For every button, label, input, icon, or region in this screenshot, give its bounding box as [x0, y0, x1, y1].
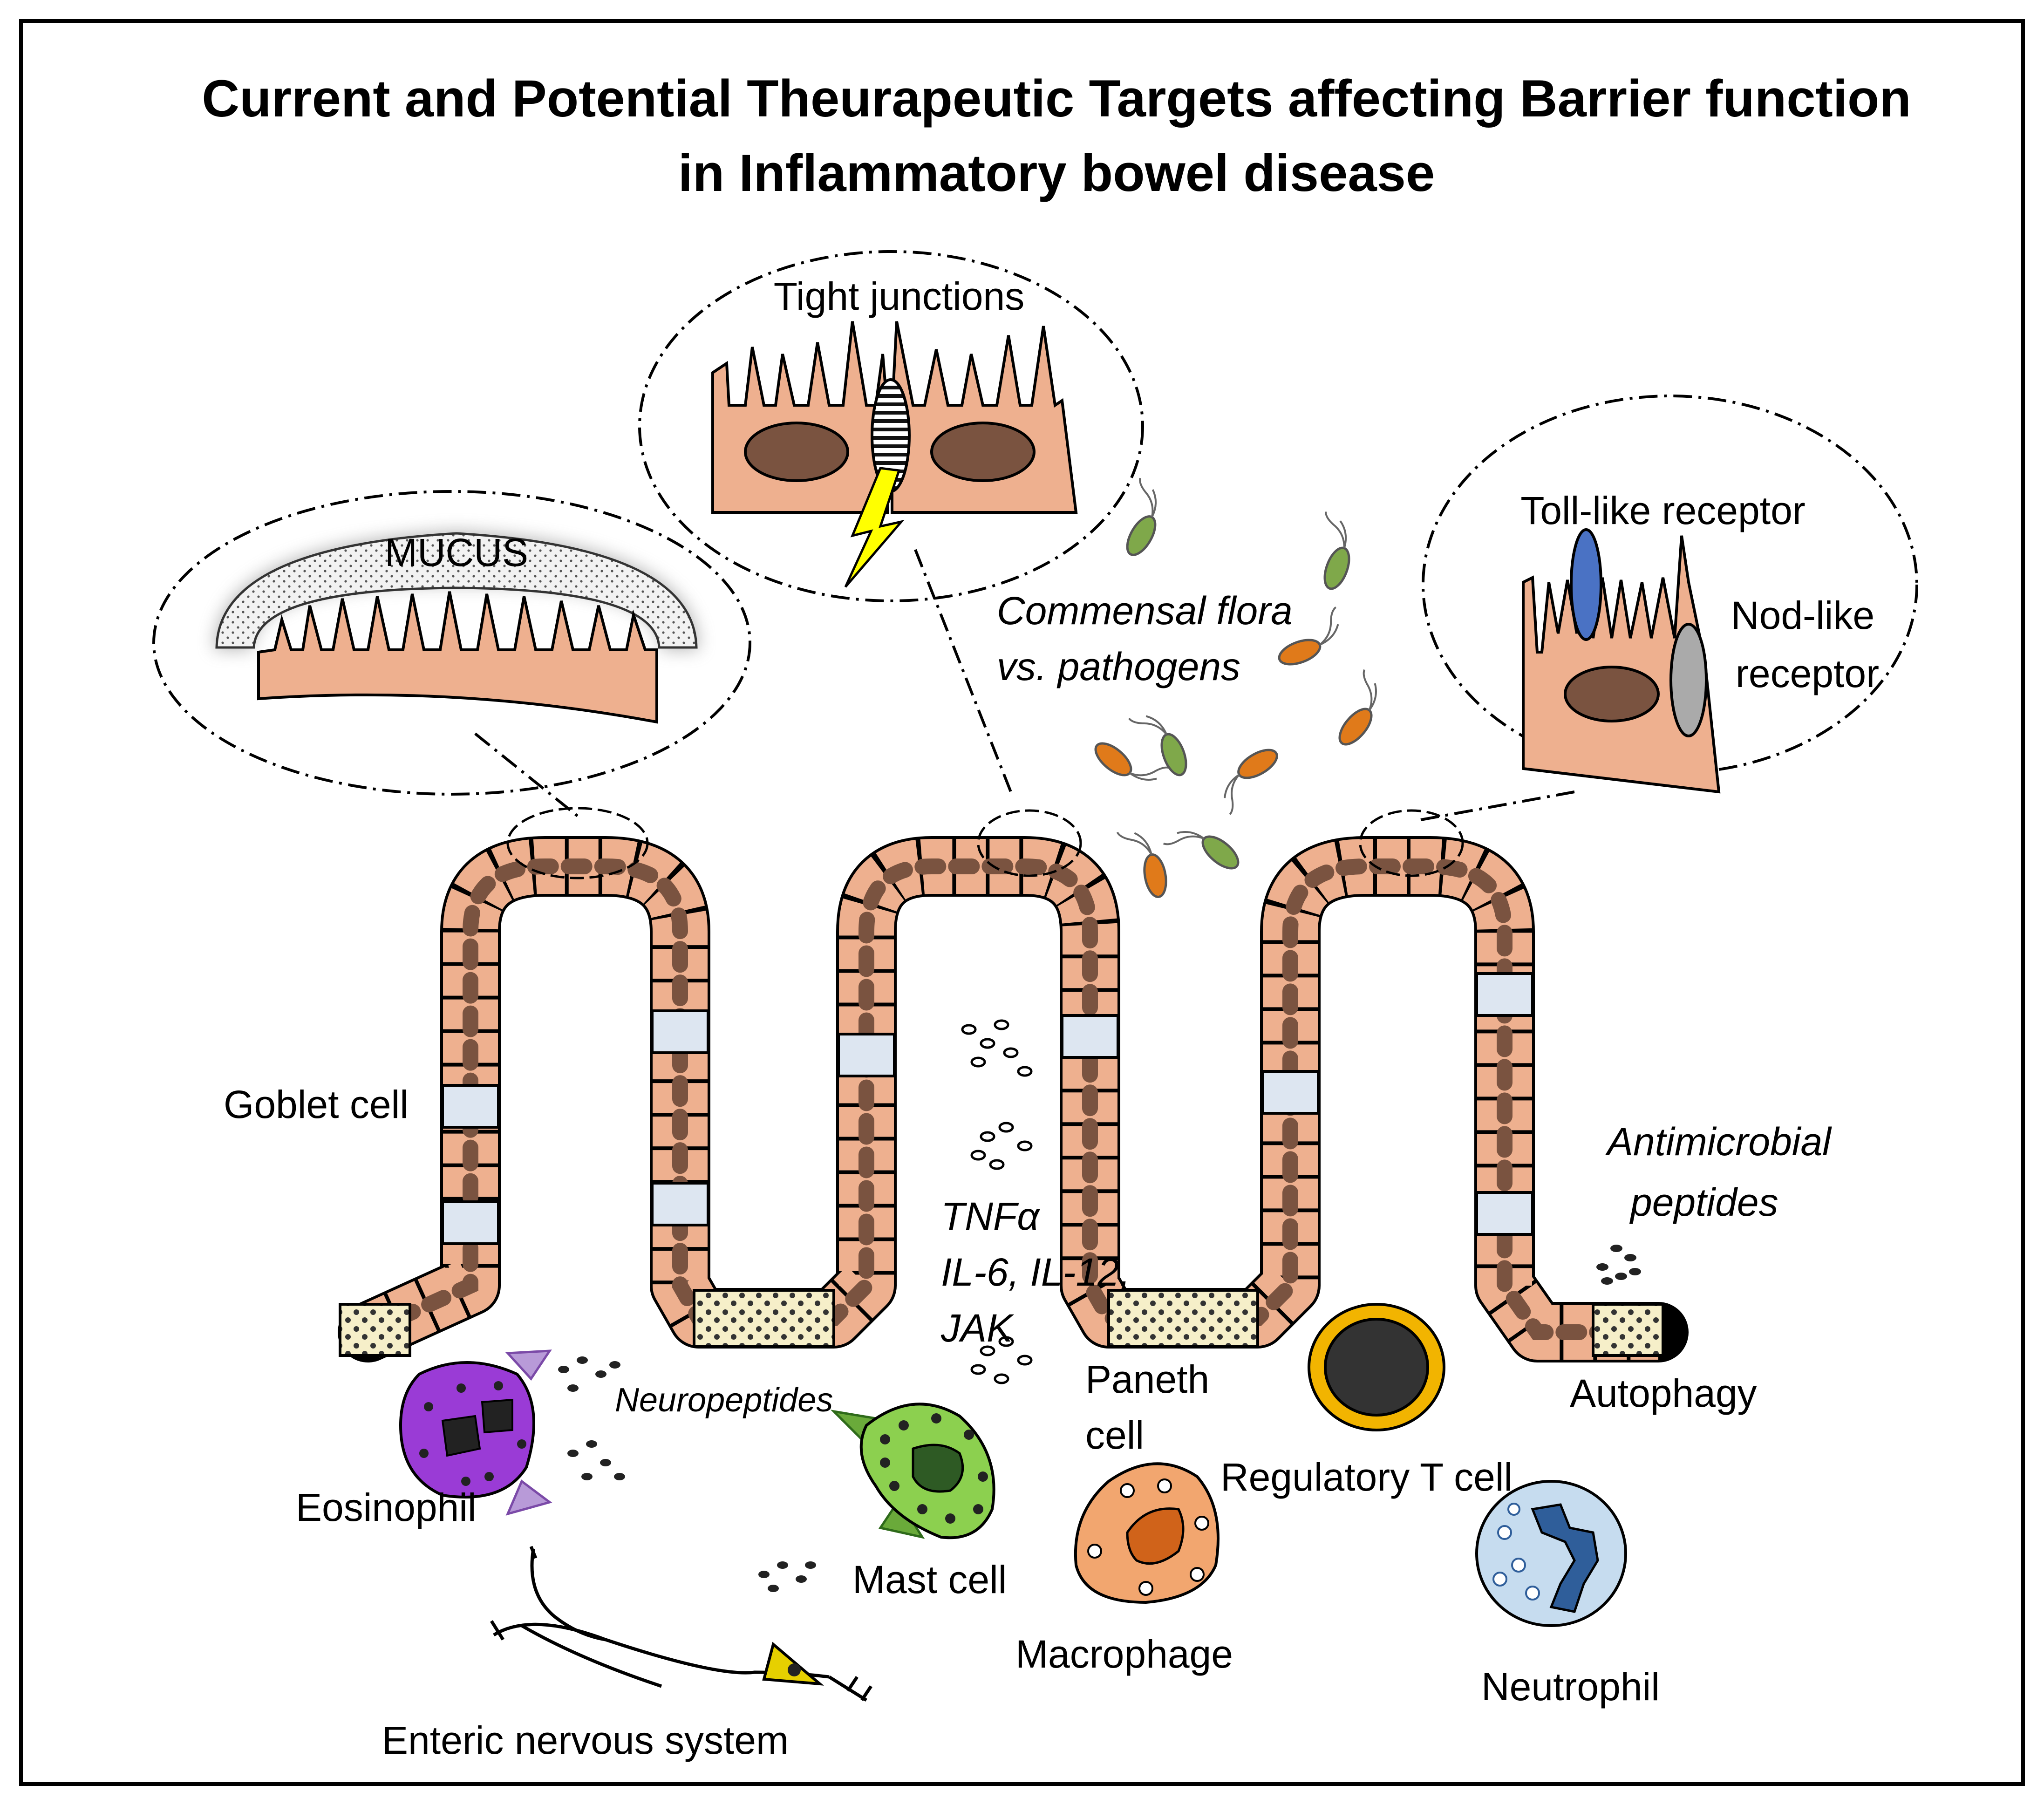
receptor-inset: Toll-like receptor Nod-like receptor	[1420, 395, 1918, 821]
neutrophil-label: Neutrophil	[1481, 1665, 1660, 1709]
mucus-label: MUCUS	[385, 531, 528, 574]
eosinophil-nucleus	[441, 1415, 481, 1457]
nucleus	[744, 422, 849, 482]
goblet-cell	[1475, 972, 1534, 1017]
paneth-cell-label-2: cell	[1085, 1413, 1144, 1457]
antimicrobial-granules	[1596, 1245, 1641, 1285]
tight-junction-inset-outline	[638, 250, 1144, 602]
mast-cell-label: Mast cell	[852, 1558, 1007, 1601]
nucleus	[930, 422, 1036, 482]
epithelial-cell	[1522, 535, 1721, 794]
mucus-inset: MUCUS	[152, 490, 751, 821]
goblet-cell	[651, 1009, 709, 1054]
toll-like-receptor-label: Toll-like receptor	[1520, 489, 1806, 532]
neutrophil	[1475, 1480, 1627, 1627]
paneth-cell	[1107, 1289, 1259, 1348]
enteric-neuron-nucleus	[788, 1663, 801, 1676]
mucus-epithelium	[257, 591, 658, 724]
neuropeptides-label: Neuropeptides	[615, 1382, 833, 1419]
cytokines-label-1: TNFα	[941, 1194, 1040, 1238]
crypt-epithelium	[338, 807, 1689, 1362]
nuclei-row	[360, 858, 1666, 1340]
paneth-cell-label: Paneth	[1085, 1357, 1209, 1401]
regulatory-t-cell-nucleus	[1324, 1318, 1429, 1417]
zoom-region	[977, 809, 1082, 877]
cytokines-label-2: IL-6, IL-12,	[941, 1250, 1130, 1294]
figure-frame	[19, 19, 2025, 1786]
zoom-region	[1359, 809, 1464, 877]
neutrophil-cell-body	[1475, 1480, 1627, 1627]
nucleus	[1564, 666, 1660, 722]
eosinophil-label: Eosinophil	[296, 1485, 477, 1529]
mast-cell-nucleus	[912, 1444, 964, 1493]
tj-connector	[914, 549, 1012, 793]
figure-title-line2: in Inflammatory bowel disease	[678, 144, 1435, 202]
receptor-inset-outline	[1422, 395, 1918, 775]
commensal-flora-label: Commensal flora	[997, 589, 1293, 633]
tight-junction-inset: Tight junctions	[638, 250, 1144, 793]
cytokines-label-3: JAK	[940, 1306, 1015, 1350]
mucus-inset-outline	[152, 490, 751, 796]
nod-like-receptor-label-2: receptor	[1736, 652, 1879, 695]
zoom-region	[506, 807, 649, 879]
neuropeptide-granules	[558, 1356, 816, 1592]
goblet-cell	[837, 1033, 896, 1077]
neutrophil-nucleus	[1531, 1503, 1599, 1613]
goblet-cell	[1475, 1191, 1534, 1236]
enteric-nervous-system-label: Enteric nervous system	[382, 1718, 789, 1762]
eosinophil	[399, 1349, 552, 1516]
tight-junctions-label: Tight junctions	[774, 274, 1025, 318]
autophagy-label: Autophagy	[1570, 1371, 1757, 1415]
goblet-cell	[441, 1200, 500, 1245]
mucus-connector	[474, 732, 583, 821]
nod-like-receptor-label: Nod-like	[1731, 593, 1874, 637]
macrophage	[1074, 1462, 1220, 1604]
nod-like-receptor	[1669, 623, 1708, 737]
goblet-cell-label: Goblet cell	[224, 1083, 409, 1126]
macrophage-nucleus	[1126, 1507, 1185, 1565]
commensal-flora-label-2: vs. pathogens	[997, 645, 1240, 688]
receptor-connector	[1420, 790, 1575, 821]
figure-title-line1: Current and Potential Theurapeutic Targe…	[202, 69, 1911, 128]
lightning-bolt-icon	[844, 467, 905, 588]
paneth-cell	[693, 1289, 835, 1348]
regulatory-t-cell	[1308, 1303, 1445, 1431]
goblet-cell	[651, 1182, 709, 1226]
mast-cell	[830, 1403, 995, 1539]
regulatory-t-cell-label: Regulatory T cell	[1220, 1455, 1513, 1499]
cytokine-granules	[961, 1019, 1033, 1384]
goblet-cell	[441, 1084, 500, 1129]
macrophage-label: Macrophage	[1015, 1632, 1233, 1676]
antimicrobial-peptides-label-2: peptides	[1629, 1180, 1778, 1224]
antimicrobial-peptides-label: Antimicrobial	[1605, 1120, 1832, 1164]
paneth-cell	[339, 1303, 411, 1357]
paneth-cell	[1592, 1303, 1664, 1357]
toll-like-receptor	[1570, 528, 1602, 641]
goblet-cell	[1261, 1070, 1320, 1115]
goblet-cell	[1061, 1014, 1119, 1059]
mucus-layer	[215, 532, 698, 649]
